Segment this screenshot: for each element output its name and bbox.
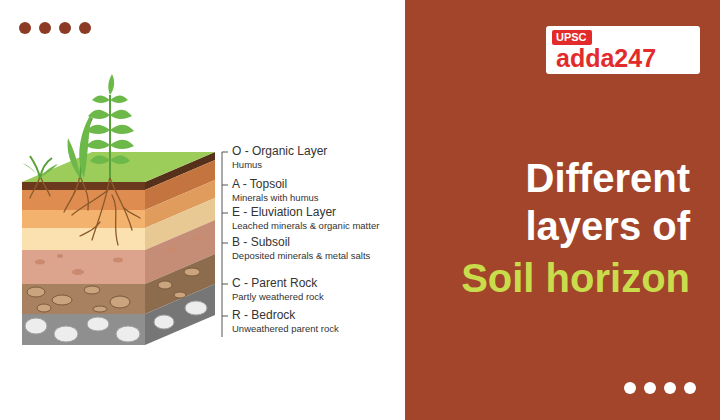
corner-dots xyxy=(19,22,91,34)
horizon-note: Leached minerals & organic matter xyxy=(232,221,379,231)
label-bracket xyxy=(222,152,228,337)
horizon-name: R - Bedrock xyxy=(232,309,295,322)
leaves xyxy=(22,74,134,178)
title-panel xyxy=(405,0,720,420)
horizon-note: Minerals with humus xyxy=(232,193,319,203)
horizon-note: Humus xyxy=(232,160,262,170)
title-highlight: Soil horizon xyxy=(461,256,690,300)
horizon-name: C - Parent Rock xyxy=(232,277,317,290)
horizon-name: E - Eluviation Layer xyxy=(232,206,336,219)
horizon-note: Unweathered parent rock xyxy=(232,324,339,334)
logo-text: adda247 xyxy=(556,45,656,73)
logo-box xyxy=(546,26,700,74)
logo-tab-text: UPSC xyxy=(556,31,587,43)
horizon-name: A - Topsoil xyxy=(232,178,287,191)
horizon-name: B - Subsoil xyxy=(232,236,290,249)
corner-dots xyxy=(624,382,696,394)
horizon-note: Deposited minerals & metal salts xyxy=(232,251,370,261)
logo-tab xyxy=(552,30,592,45)
horizon-name: O - Organic Layer xyxy=(232,145,327,158)
soil-block xyxy=(22,74,215,345)
title: Different layers of xyxy=(440,154,690,250)
horizon-note: Partly weathered rock xyxy=(232,292,324,302)
